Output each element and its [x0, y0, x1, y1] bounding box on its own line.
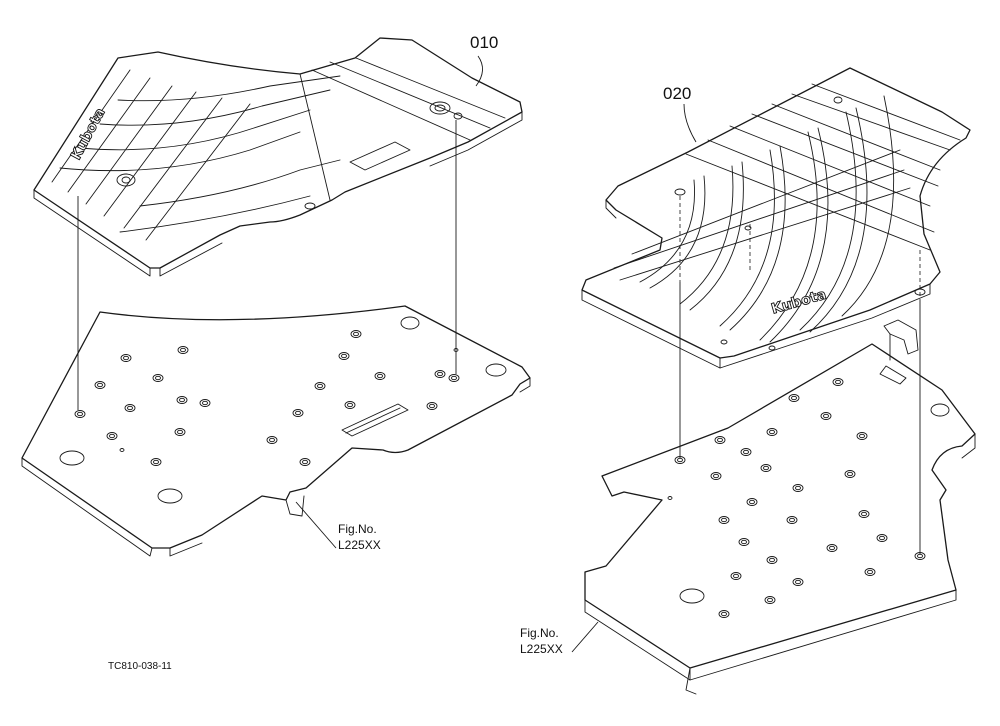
- left-floor-plate: [21, 305, 531, 557]
- fig-reference-left-line2: L225XX: [338, 538, 381, 552]
- part-number-020: 020: [663, 84, 691, 103]
- right-floor-plate: [584, 319, 976, 695]
- fig-reference-right-line1: Fig.No.: [520, 626, 559, 640]
- left-alignment-lines: [77, 120, 457, 410]
- part-number-010: 010: [470, 33, 498, 52]
- right-floor-mat-020: Kubota: [581, 67, 971, 369]
- left-floor-mat-010: Kubota: [33, 37, 523, 277]
- fig-reference-right-line2: L225XX: [520, 642, 563, 656]
- drawing-code: TC810-038-11: [108, 661, 172, 672]
- callout-leaders: [295, 55, 697, 653]
- right-alignment-lines: [679, 282, 921, 554]
- fig-reference-left-line1: Fig.No.: [338, 522, 377, 536]
